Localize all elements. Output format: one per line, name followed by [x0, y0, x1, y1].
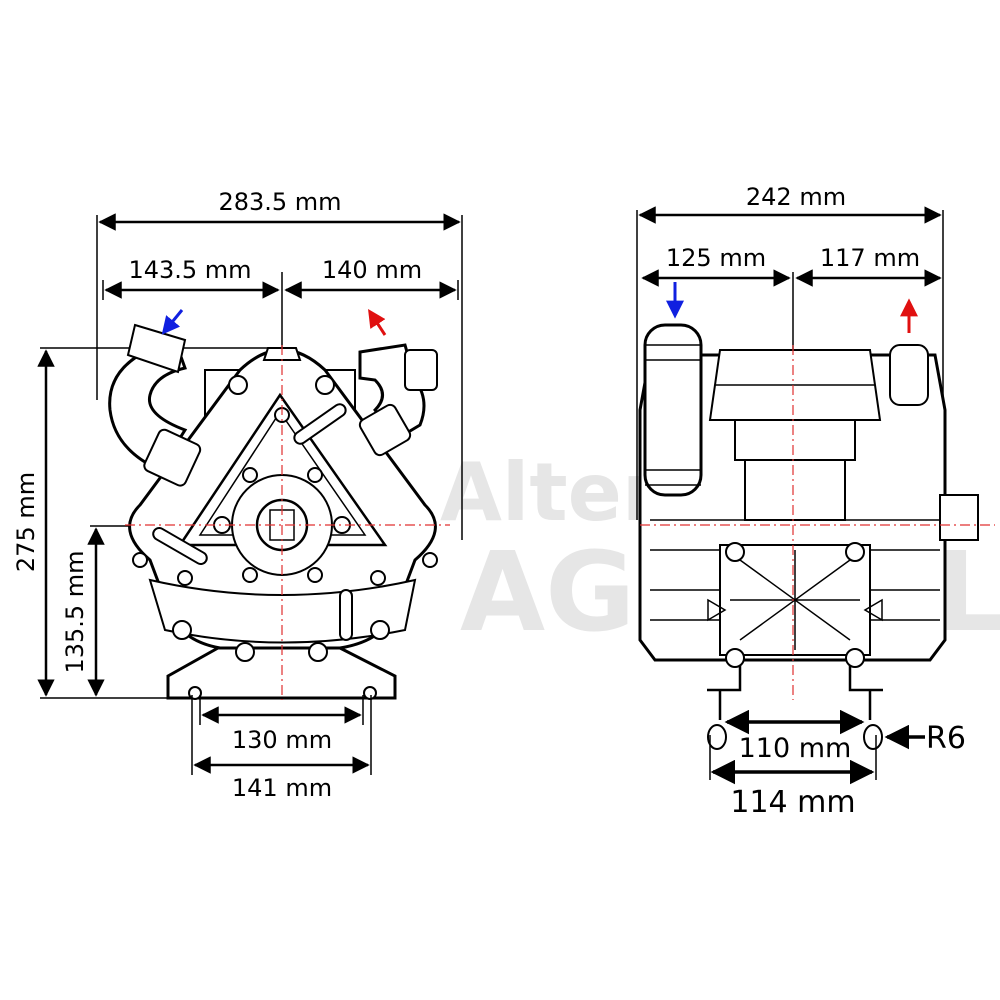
front-overall-width: 283.5 mm [218, 188, 341, 216]
front-inlet-arrow [161, 309, 184, 335]
front-pump-body [108, 323, 438, 700]
front-view: 283.5 mm 143.5 mm 140 mm 275 mm 135.5 mm… [12, 188, 463, 802]
side-left-width: 125 mm [666, 244, 766, 272]
front-center-height: 135.5 mm [61, 550, 89, 673]
front-left-width: 143.5 mm [128, 256, 251, 284]
side-overall-width: 242 mm [746, 183, 846, 211]
side-radius-label: R6 [926, 721, 966, 756]
front-base-outer: 141 mm [232, 774, 332, 802]
front-base-inner: 130 mm [232, 726, 332, 754]
front-overall-height: 275 mm [12, 472, 40, 572]
front-right-width: 140 mm [322, 256, 422, 284]
side-view: 242 mm 125 mm 117 mm 110 mm 114 mm R6 [636, 183, 995, 820]
front-outlet-arrow [368, 308, 387, 336]
side-hole-inner: 110 mm [739, 733, 852, 764]
side-hole-outer: 114 mm [730, 785, 855, 820]
side-right-width: 117 mm [820, 244, 920, 272]
side-pump-body [638, 323, 979, 750]
